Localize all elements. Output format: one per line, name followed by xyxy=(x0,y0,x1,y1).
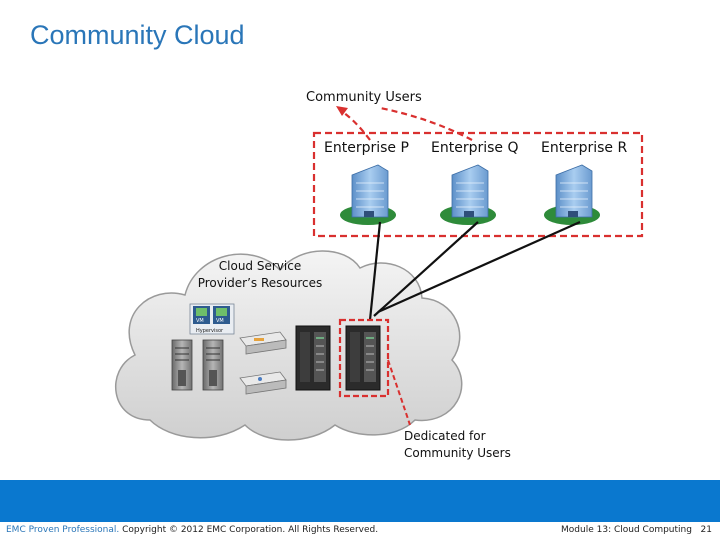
enterprise-connections xyxy=(368,220,581,321)
enterprise-p-label: Enterprise P xyxy=(324,140,409,156)
server-rack-icon xyxy=(202,339,224,391)
network-switch-icon xyxy=(239,371,287,395)
community-users-arrowhead xyxy=(336,106,348,116)
enterprise-q-label: Enterprise Q xyxy=(431,140,519,156)
office-building-icon xyxy=(340,164,396,225)
community-users-label: Community Users xyxy=(306,90,422,105)
server-rack-icon xyxy=(171,339,193,391)
community-cloud-diagram: VM VM Hypervisor xyxy=(114,106,644,441)
storage-array-icon xyxy=(295,325,331,391)
community-users-arrows xyxy=(339,106,473,141)
footer-module: Module 13: Cloud Computing 21 xyxy=(560,525,712,535)
page-number: 21 xyxy=(700,525,712,535)
storage-array-icon xyxy=(345,325,381,391)
hypervisor-label: Hypervisor xyxy=(196,328,224,334)
footer-copyright: EMC Proven Professional. Copyright © 201… xyxy=(6,525,378,535)
footer-band xyxy=(0,480,720,522)
virtual-machine-icon: VM VM Hypervisor xyxy=(189,303,235,335)
network-switch-icon xyxy=(239,331,287,355)
enterprise-r-label: Enterprise R xyxy=(541,140,628,156)
provider-label: Cloud Service Provider’s Resources xyxy=(190,258,330,292)
footer-brand: EMC Proven Professional. xyxy=(6,525,120,535)
footer-copyright-text: Copyright © 2012 EMC Corporation. All Ri… xyxy=(119,525,379,535)
office-building-icon xyxy=(544,164,600,225)
dedicated-pointer xyxy=(387,359,411,426)
provider-label-line2: Provider’s Resources xyxy=(197,276,323,290)
provider-label-line1: Cloud Service xyxy=(218,259,302,273)
vm-label: VM xyxy=(196,318,204,324)
dedicated-label: Dedicated for Community Users xyxy=(404,428,544,462)
dedicated-label-line1: Dedicated for xyxy=(404,429,486,443)
vm-label: VM xyxy=(216,318,224,324)
office-building-icon xyxy=(440,164,496,225)
footer-module-text: Module 13: Cloud Computing xyxy=(561,525,692,535)
dedicated-resource-box xyxy=(338,318,390,398)
dedicated-label-line2: Community Users xyxy=(404,446,511,460)
slide-title: Community Cloud xyxy=(30,20,245,50)
enterprise-group-box xyxy=(312,131,644,238)
